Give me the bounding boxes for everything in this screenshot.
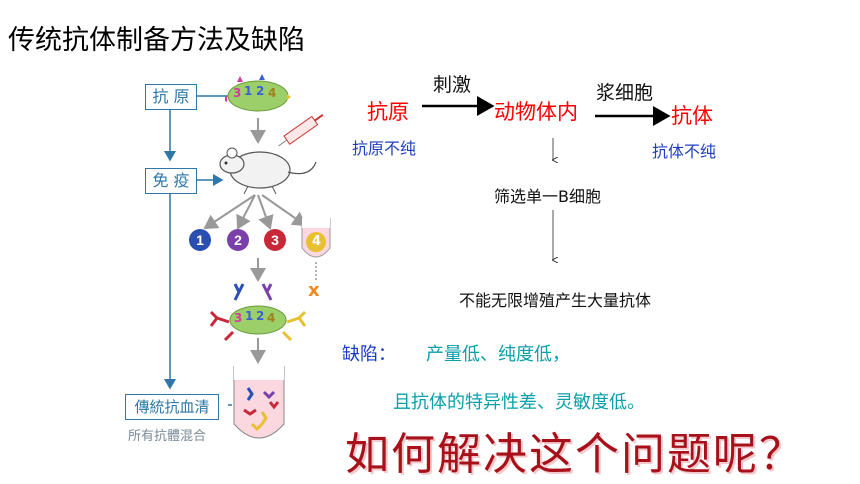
cannot-proliferate-label: 不能无限增殖产生大量抗体 <box>459 291 652 310</box>
defects-line-2: 且抗体的特异性差、灵敏度低。 <box>393 392 645 413</box>
antigen-number: 2 <box>256 84 265 98</box>
complex-number: 2 <box>256 309 265 323</box>
complex-number: 3 <box>234 311 243 325</box>
step-antigen-box: 抗 原 <box>145 84 197 110</box>
defects-label: 缺陷： <box>342 344 396 365</box>
serum-tube-icon <box>233 366 285 439</box>
antibody-label: 抗体 <box>671 104 713 128</box>
plasma-cell-label: 浆细胞 <box>596 82 654 104</box>
antigen-number: 4 <box>268 86 277 100</box>
page-title: 传统抗体制备方法及缺陷 <box>8 25 305 56</box>
step-immunize-box: 免 疫 <box>145 168 197 194</box>
complex-number: 1 <box>245 309 254 323</box>
mouse-syringe-icon <box>219 114 324 195</box>
antigen-impure-label: 抗原不纯 <box>352 139 417 158</box>
clone-3-icon: 3 <box>264 229 286 251</box>
complex-number: 4 <box>267 311 276 325</box>
antigen-antibody-complex-icon <box>209 283 307 342</box>
antigen-label: 抗原 <box>367 100 409 124</box>
antigen-number: 1 <box>244 84 253 98</box>
clone-1-icon: 1 <box>189 229 211 251</box>
antigen-number: 3 <box>233 86 242 100</box>
flow-arrows-right <box>422 96 671 320</box>
clone-4-number: 4 <box>312 234 322 249</box>
animal-label: 动物体内 <box>494 100 578 124</box>
antigen-icon <box>225 74 291 112</box>
antibody-impure-label: 抗体不纯 <box>652 142 717 161</box>
defects-line-1: 产量低、纯度低， <box>426 344 570 365</box>
clone-2-icon: 2 <box>227 229 249 251</box>
step-serum-box: 傳統抗血清 <box>125 394 219 420</box>
tube-4-icon <box>301 218 331 258</box>
reject-mark-icon: x <box>308 280 320 301</box>
flow-arrows <box>164 90 317 406</box>
screen-b-cell-label: 筛选单一B细胞 <box>494 187 601 206</box>
question-heading: 如何解决这个问题呢？ <box>345 429 805 480</box>
stimulate-label: 刺激 <box>433 74 472 96</box>
mixed-antibody-caption: 所有抗體混合 <box>128 429 207 444</box>
